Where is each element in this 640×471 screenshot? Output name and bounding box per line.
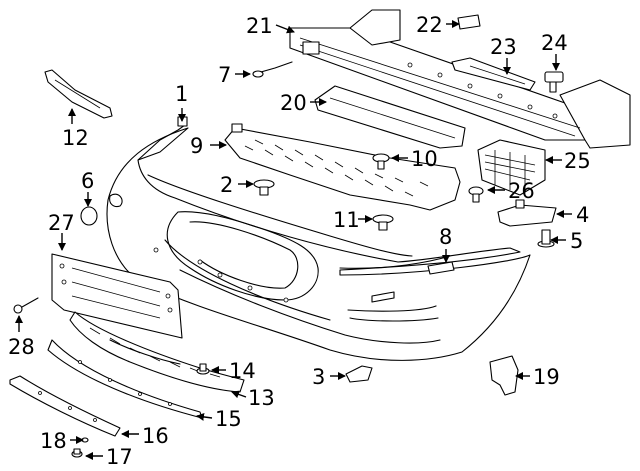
callout-6: 6 — [81, 169, 94, 193]
callout-14: 14 — [229, 359, 256, 383]
reflector-8-part — [427, 261, 455, 275]
callout-17: 17 — [106, 445, 133, 469]
clip-26-part — [468, 186, 484, 203]
callout-1: 1 — [175, 82, 188, 106]
callout-19: 19 — [533, 365, 560, 389]
strap-7-part — [252, 61, 293, 78]
leader-21 — [275, 24, 295, 34]
spoiler-lip-part — [9, 375, 121, 437]
callout-5: 5 — [570, 229, 583, 253]
callout-27: 27 — [48, 211, 75, 235]
callout-18: 18 — [40, 429, 67, 453]
callout-7: 7 — [218, 63, 231, 87]
fastener-17-part — [71, 448, 83, 458]
callout-20: 20 — [280, 91, 307, 115]
callout-8: 8 — [439, 225, 452, 249]
reinforcement-bar-part — [289, 9, 631, 149]
callout-22: 22 — [416, 13, 443, 37]
clip-10-part — [372, 153, 390, 170]
leader-arrows — [15, 20, 572, 460]
callout-11: 11 — [333, 208, 360, 232]
callout-labels: 1 2 3 4 5 6 7 8 9 10 11 12 13 14 15 16 1… — [8, 13, 591, 469]
absorber-strip-part — [451, 57, 536, 91]
cap-6-part — [80, 206, 98, 226]
screw-28-part — [13, 297, 39, 314]
energy-absorber-part — [314, 85, 466, 149]
callout-23: 23 — [490, 35, 517, 59]
callout-10: 10 — [411, 147, 438, 171]
callout-12: 12 — [62, 126, 89, 150]
bracket-12-part — [44, 69, 113, 119]
callout-24: 24 — [541, 31, 568, 55]
clip-14-part — [196, 363, 210, 375]
side-bracket-19-part — [489, 355, 519, 396]
license-bracket-part — [51, 253, 183, 339]
leader-15 — [196, 412, 213, 421]
leader-13 — [231, 390, 247, 399]
clip-2-part — [253, 179, 275, 196]
callout-15: 15 — [215, 407, 242, 431]
callout-3: 3 — [312, 365, 325, 389]
callout-13: 13 — [248, 386, 275, 410]
callout-16: 16 — [142, 424, 169, 448]
bolt-24-part — [544, 71, 564, 93]
callout-21: 21 — [246, 14, 273, 38]
clip-11-part — [372, 214, 394, 231]
callout-26: 26 — [508, 179, 535, 203]
callout-25: 25 — [564, 149, 591, 173]
callout-2: 2 — [220, 173, 233, 197]
air-guide-part — [477, 139, 546, 196]
undertray-shield-part — [224, 123, 461, 211]
bracket-3-part — [345, 365, 373, 383]
callout-28: 28 — [8, 335, 35, 359]
push-pin-5-part — [537, 229, 555, 248]
callout-9: 9 — [190, 134, 203, 158]
callout-4: 4 — [576, 203, 589, 227]
bracket-22-part — [457, 14, 481, 30]
side-bracket-4-part — [497, 199, 557, 227]
